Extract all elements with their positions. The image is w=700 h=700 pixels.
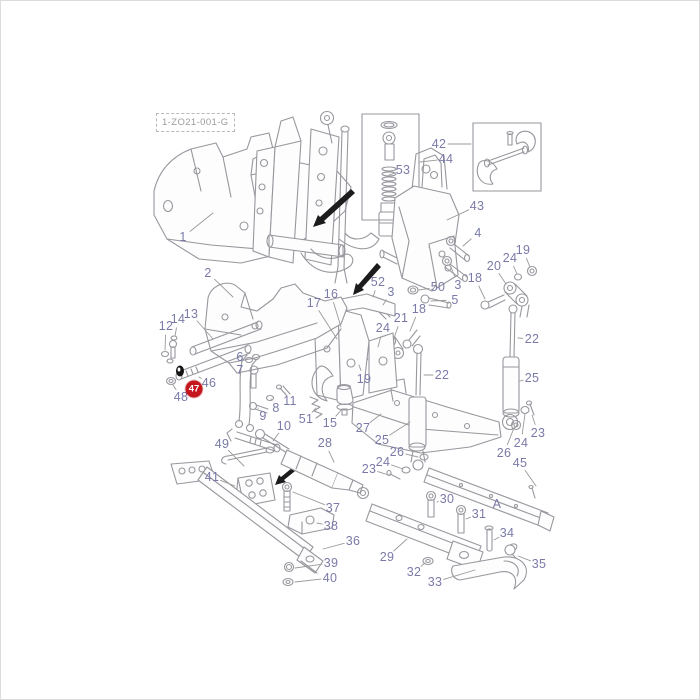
- part-cylinder-28: [254, 428, 370, 500]
- part-lift-rod-centre: [386, 343, 429, 480]
- part-bolts-4-3-5-50: [407, 235, 471, 309]
- part-link-rods: [160, 320, 263, 386]
- part-code-text: 1-ZO21-001-G: [162, 117, 229, 128]
- part-strip-45: [423, 467, 555, 532]
- part-code-box: 1-ZO21-001-G: [156, 113, 235, 132]
- part-eyebolt: [319, 110, 335, 144]
- part-frame-2: [204, 282, 348, 374]
- part-latch-20: [480, 265, 538, 318]
- part-support-29: [365, 490, 527, 590]
- detail-box-coupler: [472, 122, 542, 192]
- leader-lines: [164, 143, 537, 583]
- part-drawbar-36: [170, 460, 335, 587]
- part-tower-plates: [252, 116, 380, 273]
- part-levelling-hardware: [221, 353, 354, 465]
- part-lift-rod-right: [501, 304, 535, 431]
